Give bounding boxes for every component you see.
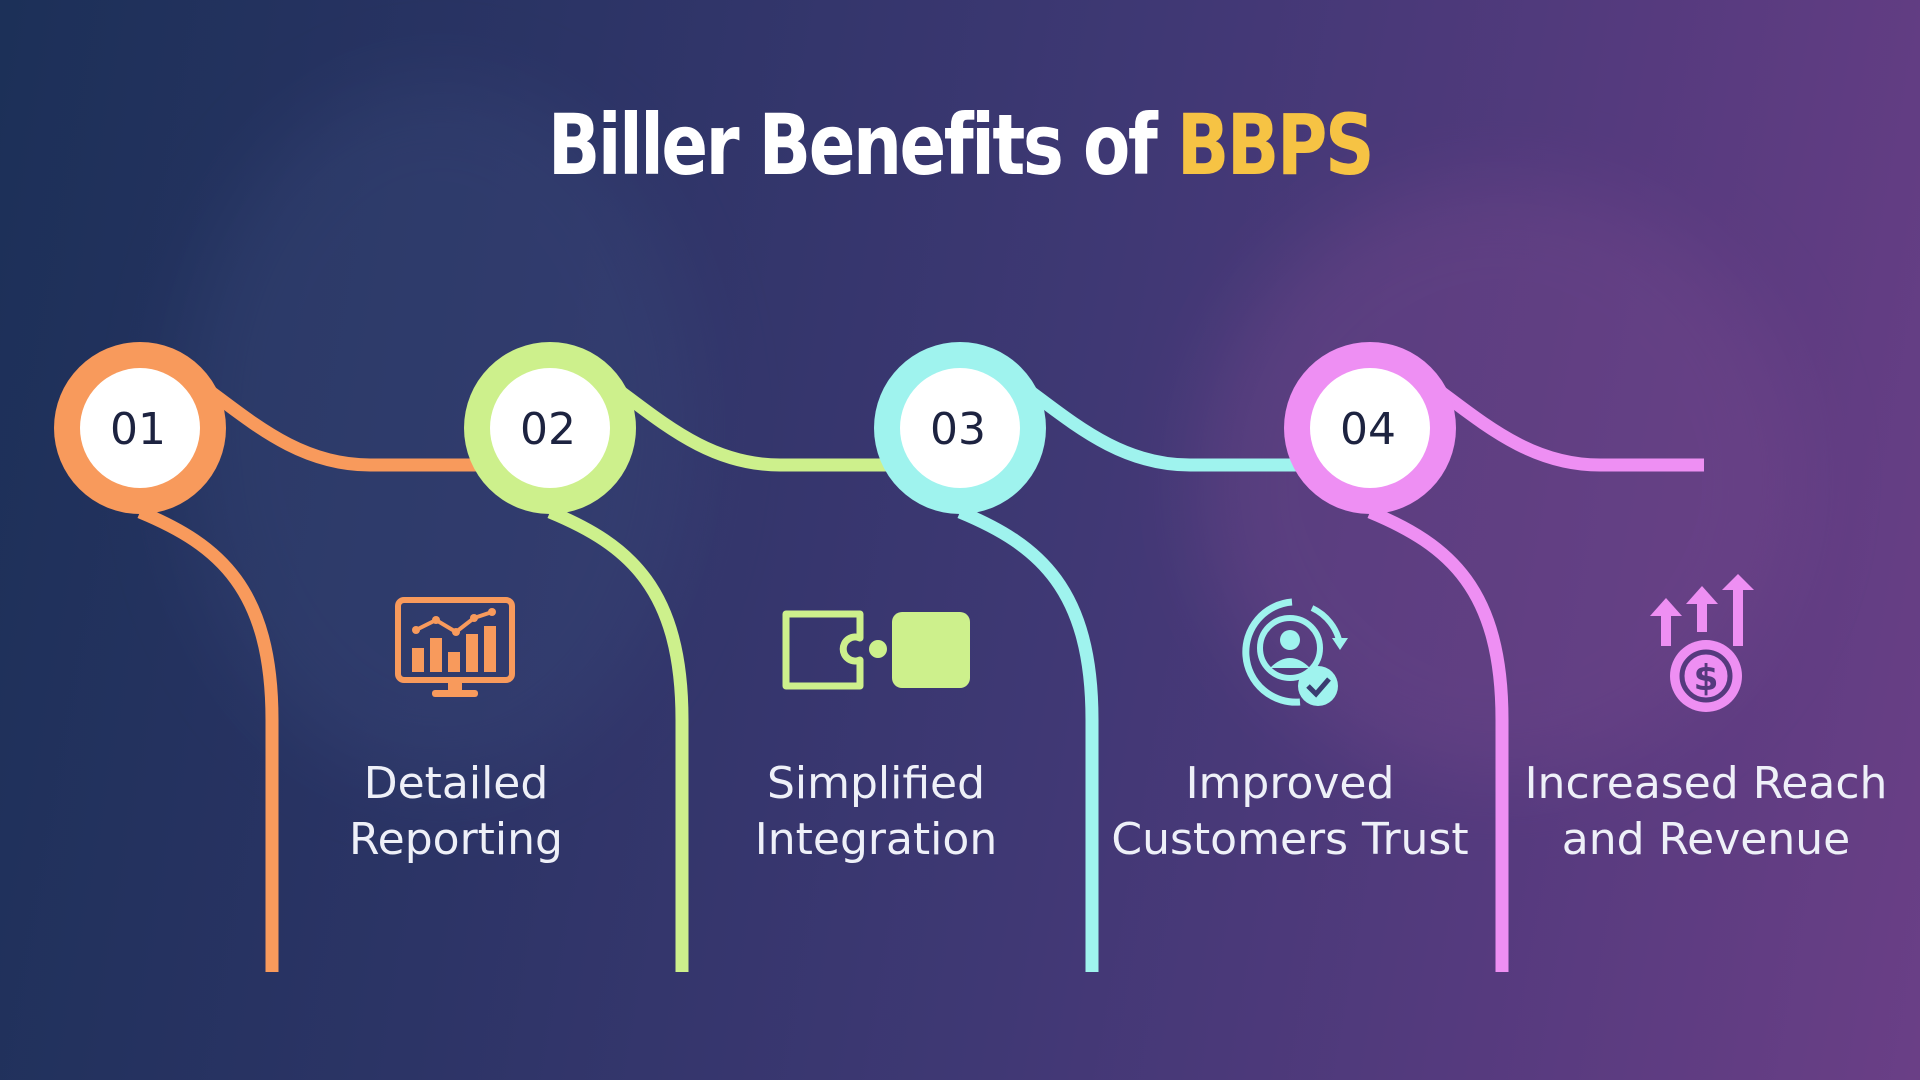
benefit-1-line2: Reporting [349,814,563,865]
benefit-improved-trust: Improved Customers Trust [1100,756,1480,868]
benefit-2-line1: Simplified [766,758,986,809]
step-1-number: 01 [110,404,166,455]
benefit-2-line2: Integration [754,814,998,865]
benefit-4-line1: Increased Reach [1524,758,1888,809]
puzzle-integration-icon [782,610,970,690]
benefit-1-line1: Detailed [363,758,549,809]
monitor-chart-icon [395,597,515,697]
benefit-3-line1: Improved [1185,758,1395,809]
user-trust-check-icon [1242,598,1348,706]
step-4-number: 04 [1340,404,1396,455]
title-main: Biller Benefits of [547,96,1158,194]
step-3-badge: 03 [874,342,1046,514]
benefit-detailed-reporting: Detailed Reporting [266,756,646,868]
title-highlight: BBPS [1176,96,1375,194]
benefit-3-line2: Customers Trust [1111,814,1469,865]
revenue-growth-icon: $ [1650,574,1754,712]
benefit-simplified-integration: Simplified Integration [686,756,1066,868]
step-3-number: 03 [930,404,986,455]
page-title: Biller Benefits of BBPS [173,96,1747,194]
step-2-badge: 02 [464,342,636,514]
benefit-4-line2: and Revenue [1561,814,1851,865]
step-4-badge: 04 [1284,342,1456,514]
svg-text:$: $ [1693,658,1718,699]
benefit-increased-reach: Increased Reach and Revenue [1516,756,1896,868]
step-1-badge: 01 [54,342,226,514]
step-2-number: 02 [520,404,576,455]
